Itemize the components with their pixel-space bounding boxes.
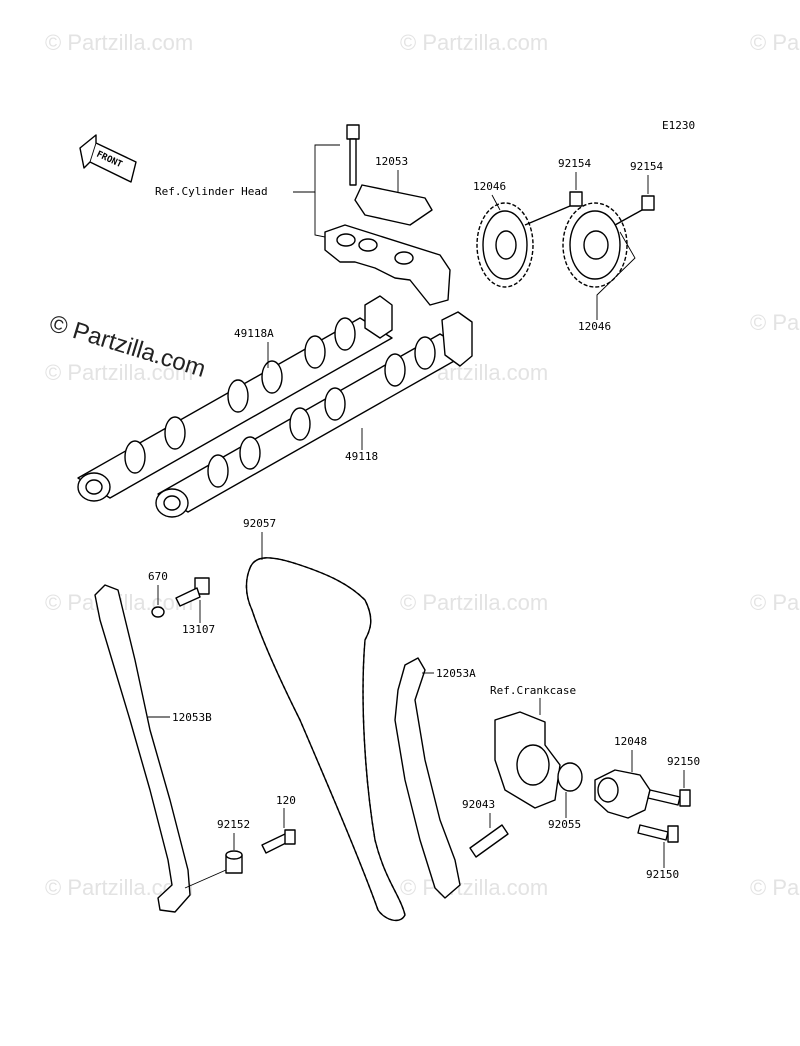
collar-92152 [184, 850, 243, 889]
tensioner-bolt-92150-top [647, 789, 691, 807]
sprocket-bolt-92154-left [524, 191, 583, 226]
part-label-12048: 12048 [614, 735, 647, 748]
camshaft-holder-12053 [324, 124, 451, 306]
sprocket-bolt-92154-right [614, 195, 655, 226]
guide-bolt-13107 [175, 577, 210, 607]
part-label-92055: 92055 [548, 818, 581, 831]
chain-tensioner-12048 [594, 769, 651, 819]
part-label-13107: 13107 [182, 623, 215, 636]
watermark: © Partzilla.com [400, 30, 548, 55]
watermark: © Partzilla.com [400, 590, 548, 615]
part-label-670: 670 [148, 570, 168, 583]
part-label-120: 120 [276, 794, 296, 807]
tensioner-bolt-92150-bottom [637, 824, 679, 843]
part-label-92154-right: 92154 [630, 160, 663, 173]
cam-sprocket-12046-left [476, 202, 534, 288]
chain-guide-12053A [394, 657, 461, 899]
camshaft-49118 [155, 311, 473, 518]
ref-crankcase-label: Ref.Crankcase [490, 684, 576, 697]
part-label-92057: 92057 [243, 517, 276, 530]
part-label-92150-bottom: 92150 [646, 868, 679, 881]
part-label-92150-top: 92150 [667, 755, 700, 768]
watermark: © Partzilla.com [45, 360, 193, 385]
part-label-49118A: 49118A [234, 327, 274, 340]
cam-chain-92057 [245, 557, 406, 922]
watermark: © Partzilla.com [750, 875, 800, 900]
watermark: © Partzilla.com [45, 30, 193, 55]
pin-92043 [469, 824, 509, 858]
part-label-49118: 49118 [345, 450, 378, 463]
part-label-92043: 92043 [462, 798, 495, 811]
o-ring-670 [151, 606, 165, 618]
watermark: © Partzilla.com [750, 590, 800, 615]
camshaft-49118A [77, 295, 393, 502]
part-label-12053B: 12053B [172, 711, 212, 724]
front-arrow-icon: FRONT [79, 134, 137, 183]
ref-cylinder-head-label: Ref.Cylinder Head [155, 185, 268, 198]
part-label-12053: 12053 [375, 155, 408, 168]
watermark: © Partzilla.com [400, 875, 548, 900]
part-label-12053A: 12053A [436, 667, 476, 680]
o-ring-92055 [557, 762, 583, 792]
part-label-12046-bottom: 12046 [578, 320, 611, 333]
part-label-12046-top: 12046 [473, 180, 506, 193]
part-label-92154-left: 92154 [558, 157, 591, 170]
cam-sprocket-12046-right [562, 202, 628, 288]
chain-guide-12053B [94, 584, 191, 913]
watermark: © Partzilla.com [750, 30, 800, 55]
part-label-92152: 92152 [217, 818, 250, 831]
watermark: © Partzilla.com [750, 310, 800, 335]
tensioner-housing-crankcase [494, 711, 561, 809]
guide-bolt-120 [261, 829, 296, 854]
diagram-code: E1230 [662, 119, 695, 132]
